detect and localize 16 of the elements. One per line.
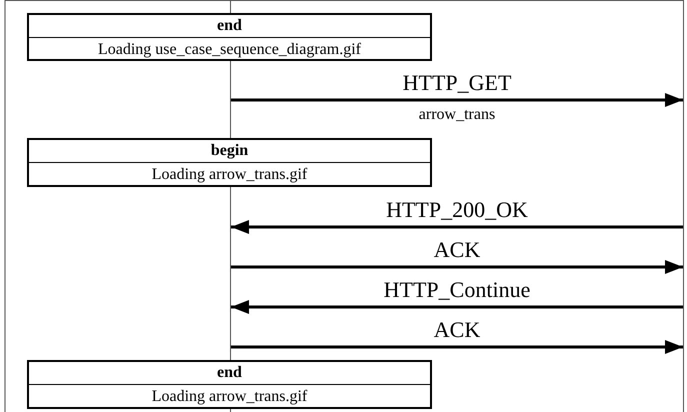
note-text: Loading use_case_sequence_diagram.gif xyxy=(96,40,362,60)
note-box xyxy=(27,360,432,409)
note-text: Loading arrow_trans.gif xyxy=(150,165,308,185)
note-box xyxy=(27,138,432,187)
message-arrow xyxy=(231,300,683,314)
message-arrow xyxy=(231,340,683,354)
note-heading: end xyxy=(29,362,430,385)
message-arrow xyxy=(231,260,683,274)
lifeline xyxy=(230,0,231,412)
note-heading: begin xyxy=(29,140,430,163)
note-box xyxy=(27,13,432,61)
note-heading: end xyxy=(29,15,430,38)
message-arrow xyxy=(231,93,683,107)
note-text: Loading arrow_trans.gif xyxy=(150,387,308,407)
lifeline xyxy=(683,0,684,412)
message-arrow xyxy=(231,220,683,234)
